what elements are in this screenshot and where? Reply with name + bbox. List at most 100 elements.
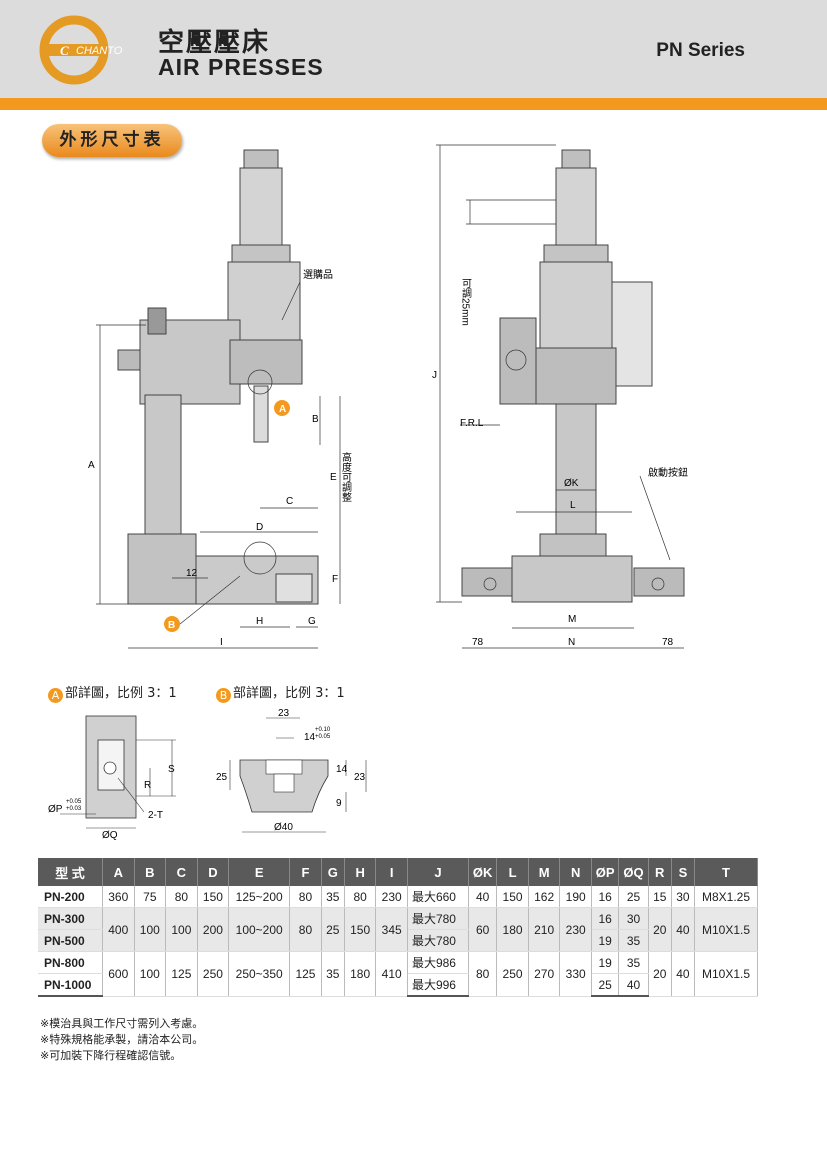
label-height-adjustable: 高度可調整 — [340, 451, 352, 502]
cell-model: PN-200 — [38, 886, 103, 908]
detail-a-p-tol-lower: +0.03 — [66, 806, 82, 812]
col-header: ØK — [468, 858, 498, 886]
cell: 80 — [289, 907, 322, 952]
cell: M10X1.5 — [694, 907, 758, 952]
cell: M10X1.5 — [694, 951, 758, 997]
col-header: ØP — [591, 858, 620, 886]
dim-e: E — [330, 472, 337, 483]
dim-i: I — [220, 637, 223, 648]
dim-j: J — [432, 370, 437, 381]
detail-b-9: 9 — [336, 798, 342, 809]
detail-b-23-top: 23 — [278, 708, 290, 719]
dim-c: C — [286, 496, 293, 507]
cell: 230 — [559, 907, 592, 952]
col-header: G — [321, 858, 345, 886]
detail-b-caption: 部詳圖，比例 3：1 — [233, 686, 345, 701]
cell: 20 — [648, 951, 672, 997]
col-header: M — [528, 858, 561, 886]
cell: 100~200 — [228, 907, 291, 952]
cell: 80 — [289, 886, 322, 908]
spec-table: 型 式 A B C D E F G H I J ØK L M N ØP ØQ R… — [38, 858, 758, 997]
table-row: PN-800 600 100 125 250 250~350 125 35 18… — [38, 951, 758, 997]
col-header: N — [559, 858, 592, 886]
detail-a-p: ØP — [48, 804, 63, 815]
detail-b-25: 25 — [216, 772, 228, 783]
cell: 35 — [321, 886, 345, 908]
title-chinese: 空壓壓床 — [158, 28, 271, 58]
cell: 162 — [528, 886, 561, 908]
cell: 最大780 — [407, 907, 469, 930]
col-header: A — [102, 858, 135, 886]
detail-a-p-tol-upper: +0.05 — [66, 799, 82, 805]
dim-n: N — [568, 637, 575, 648]
cell: 250~350 — [228, 951, 291, 997]
label-adjustable-25mm: 可調25mm — [460, 278, 472, 326]
cell: 345 — [375, 907, 408, 952]
label-purchased: 選購品 — [303, 268, 333, 281]
cell: 250 — [496, 951, 529, 997]
cell: 75 — [134, 886, 167, 908]
cell: 19 — [591, 929, 620, 952]
cell: 最大986 — [407, 951, 469, 974]
cell-model: PN-1000 — [38, 973, 103, 997]
cell-model: PN-300 — [38, 907, 103, 930]
dim-h: H — [256, 616, 263, 627]
detail-a-caption: 部詳圖，比例 3：1 — [65, 686, 177, 701]
cell: 100 — [134, 907, 167, 952]
cell: 16 — [591, 907, 620, 930]
cell: 80 — [165, 886, 198, 908]
cell: 150 — [496, 886, 529, 908]
svg-text:CHANTO: CHANTO — [76, 45, 123, 57]
cell: 410 — [375, 951, 408, 997]
cell: 25 — [321, 907, 345, 952]
cell: 40 — [671, 907, 696, 952]
svg-text:C: C — [60, 43, 69, 58]
cell: 80 — [344, 886, 377, 908]
cell: 25 — [591, 973, 620, 997]
cell: 190 — [559, 886, 592, 908]
cell: 35 — [618, 951, 649, 974]
series-label: PN Series — [656, 40, 745, 61]
cell: 20 — [648, 907, 672, 952]
dim-78-left: 78 — [472, 637, 484, 648]
cell: 30 — [671, 886, 696, 908]
col-header: S — [671, 858, 696, 886]
detail-b-40: Ø40 — [274, 822, 293, 833]
detail-b-23-side: 23 — [354, 772, 366, 783]
table-row: PN-1000 最大996 25 40 — [38, 973, 758, 997]
cell: 125~200 — [228, 886, 291, 908]
cell: 19 — [591, 951, 620, 974]
table-row: PN-200 360 75 80 150 125~200 80 35 80 23… — [38, 886, 758, 908]
detail-b-14: 14 — [304, 732, 316, 743]
footnote: ※特殊規格能承製，請洽本公司。 — [40, 1033, 204, 1046]
cell: 40 — [618, 973, 649, 997]
cell: 210 — [528, 907, 561, 952]
section-title: 外形尺寸表 — [42, 124, 182, 157]
dim-d: D — [256, 522, 263, 533]
col-header: R — [648, 858, 672, 886]
col-header: B — [134, 858, 167, 886]
cell: 35 — [321, 951, 345, 997]
col-header: L — [496, 858, 529, 886]
cell: 60 — [468, 907, 498, 952]
footnote: ※可加裝下降行程確認信號。 — [40, 1049, 182, 1062]
cell: 150 — [344, 907, 377, 952]
cell: 40 — [468, 886, 498, 908]
footnotes: ※模治具與工作尺寸需列入考慮。 ※特殊規格能承製，請洽本公司。 ※可加裝下降行程… — [40, 1016, 203, 1064]
cell: 100 — [165, 907, 198, 952]
table-header-row: 型 式 A B C D E F G H I J ØK L M N ØP ØQ R… — [38, 858, 758, 886]
col-header: ØQ — [618, 858, 649, 886]
header-accent-bar — [0, 98, 827, 110]
chanto-logo: C CHANTO — [39, 15, 123, 85]
marker-b: B — [168, 620, 175, 631]
cell: 16 — [591, 886, 620, 908]
dim-78-right: 78 — [662, 637, 674, 648]
col-header: C — [165, 858, 198, 886]
cell: 35 — [618, 929, 649, 952]
detail-b-14-tol-lower: +0.05 — [315, 734, 331, 740]
title-english: AIR PRESSES — [158, 54, 324, 80]
cell: 最大996 — [407, 973, 469, 997]
detail-a-s: S — [168, 764, 175, 775]
table-row: PN-500 最大780 19 35 — [38, 929, 758, 952]
